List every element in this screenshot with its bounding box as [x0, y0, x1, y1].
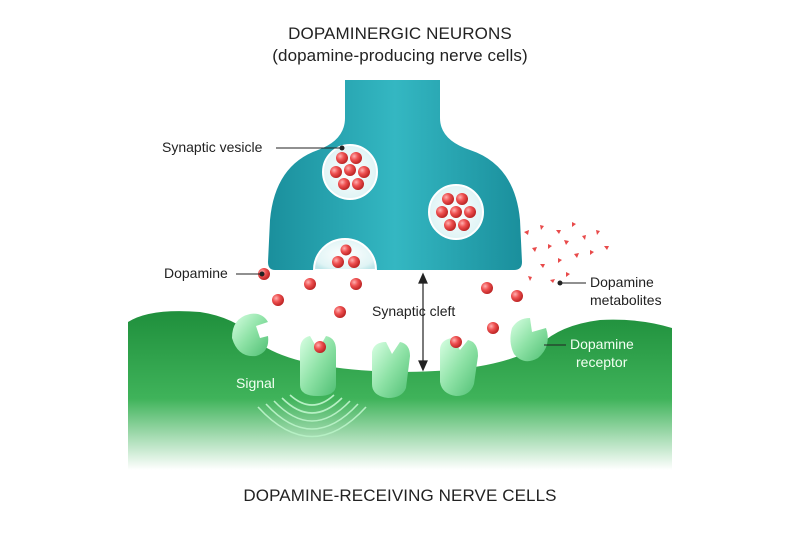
label-dopamine-metabolites-2: metabolites: [590, 292, 662, 308]
synaptic-vesicle-2: [428, 184, 484, 240]
leader-dots: [259, 145, 563, 286]
leader-lines: [236, 147, 586, 346]
footer-title: DOPAMINE-RECEIVING NERVE CELLS: [243, 486, 557, 505]
label-signal: Signal: [236, 375, 275, 391]
receptor-1: [232, 313, 269, 357]
dopamine-metabolites: [524, 222, 609, 283]
synaptic-vesicle-1: [322, 144, 378, 200]
dopamine-molecules: [258, 268, 523, 353]
signal-waves: [257, 394, 367, 438]
dopaminergic-neuron: [268, 80, 522, 270]
synaptic-cleft-arrow: [418, 272, 428, 372]
title-line2: (dopamine-producing nerve cells): [272, 46, 528, 65]
receptor-5: [510, 318, 548, 362]
fusing-vesicle: [312, 238, 378, 271]
label-dopamine-receptor-2: receptor: [576, 354, 628, 370]
receptor-2: [300, 336, 336, 396]
label-synaptic-cleft: Synaptic cleft: [372, 303, 456, 319]
label-dopamine: Dopamine: [164, 265, 228, 281]
label-dopamine-metabolites-1: Dopamine: [590, 274, 654, 290]
dopamine-receptors: [232, 313, 548, 398]
title-line1: DOPAMINERGIC NEURONS: [288, 24, 512, 43]
label-synaptic-vesicle: Synaptic vesicle: [162, 139, 263, 155]
label-dopamine-receptor-1: Dopamine: [570, 336, 634, 352]
receptor-4: [440, 338, 478, 396]
receptor-3: [372, 342, 410, 398]
